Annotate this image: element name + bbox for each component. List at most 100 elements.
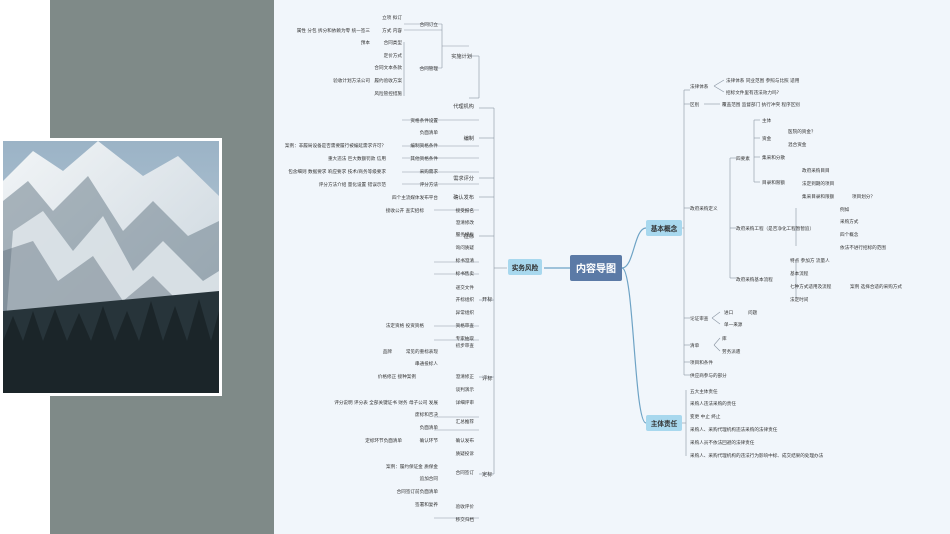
node[interactable]: 案例 选择合适的采购方式	[850, 283, 902, 290]
node[interactable]: 资格审查	[456, 322, 475, 329]
node[interactable]: 合同签订前负面清单	[397, 488, 439, 495]
node[interactable]: 专家抽取	[456, 335, 475, 342]
node[interactable]: 初步审查	[456, 342, 475, 349]
node[interactable]: 评分说明 评分表 全部关键证书 财务 母子公司 发展	[334, 399, 438, 406]
node[interactable]: 法律体系 同业范围 参照与比照 适用	[726, 77, 800, 84]
node[interactable]: 政府采购工程（是否净化工程暂暂追）	[736, 225, 814, 232]
node[interactable]: 五大主体责任	[690, 388, 718, 395]
node[interactable]: 采购方式	[840, 218, 859, 225]
branch-subject[interactable]: 主体责任	[646, 415, 682, 431]
node[interactable]: 法定时间	[790, 296, 809, 303]
node[interactable]: 风险管控措施	[374, 90, 402, 97]
node[interactable]: 汇总推荐	[456, 418, 475, 425]
node[interactable]: 项目划分？	[852, 193, 875, 200]
node[interactable]: 四个概念	[840, 231, 859, 238]
node[interactable]: 进口	[724, 309, 734, 316]
node[interactable]: 常见的重标表现	[406, 348, 439, 355]
node[interactable]: 评标	[482, 374, 492, 382]
node[interactable]: 代理机构	[453, 102, 474, 110]
node[interactable]: 废标和否决	[415, 411, 438, 418]
node[interactable]: 供应商参与的部分	[690, 372, 727, 379]
node[interactable]: 招标文件里有违法效力吗?	[726, 89, 780, 96]
node[interactable]: 论证审查	[690, 315, 709, 322]
node[interactable]: 混合资金	[788, 141, 807, 148]
node[interactable]: 采购人、采购代理机构的违法行为影响中标、成交结果的处理办法	[690, 452, 824, 459]
node[interactable]: 库	[722, 335, 727, 342]
node[interactable]: 履约验收方案	[374, 77, 402, 84]
node[interactable]: 异常组织	[456, 309, 475, 316]
node[interactable]: 包含细则 数据要求 响应要求 技术/商务等级要求	[288, 168, 386, 175]
node[interactable]: 定标环节负面清单	[365, 437, 402, 444]
node[interactable]: 标书澄清	[456, 257, 475, 264]
node[interactable]: 重大违法 巨大数额罚款 信用	[328, 155, 386, 162]
node[interactable]: 属性 分包 拆分和依赖为零 统一签三	[297, 27, 371, 34]
node[interactable]: 确认环节	[420, 437, 439, 444]
node[interactable]: 单一来源	[724, 321, 743, 328]
node[interactable]: 谈判演示	[456, 386, 475, 393]
node[interactable]: 接受报名	[456, 207, 474, 214]
node[interactable]: 政府采购目目	[802, 167, 830, 174]
node[interactable]: 定标	[482, 470, 492, 478]
node[interactable]: 编制	[464, 134, 474, 142]
node[interactable]: 合同签订	[456, 469, 475, 476]
node[interactable]: 合同订立	[420, 21, 439, 28]
node[interactable]: 验收评价	[456, 503, 475, 510]
node[interactable]: 立项 拟订	[382, 14, 402, 21]
node[interactable]: 资金	[762, 135, 772, 142]
node[interactable]: 其他资格条件	[410, 155, 438, 162]
node[interactable]: 合同文本条款	[374, 64, 402, 71]
node[interactable]: 开标组织	[456, 296, 475, 303]
node[interactable]: 资格条件设置	[410, 117, 438, 124]
node[interactable]: 政府采购基本流程	[736, 276, 773, 283]
node[interactable]: 清单	[690, 342, 700, 349]
node[interactable]: 确认发布	[456, 437, 475, 444]
node[interactable]: 基本流程	[790, 270, 809, 277]
node[interactable]: 串通投标人	[415, 360, 438, 367]
node[interactable]: 澄清修正	[456, 373, 475, 380]
node[interactable]: 接收公开 查实招标	[386, 207, 425, 214]
node[interactable]: 区别	[690, 101, 700, 108]
node[interactable]: 劳务派遣	[722, 348, 741, 355]
node[interactable]: 验收计划方法公司	[333, 77, 370, 84]
node[interactable]: 案例：履约保证金 质保金	[386, 463, 438, 470]
node[interactable]: 方式 内容	[382, 27, 402, 34]
node[interactable]: 追加合同	[420, 475, 439, 482]
node[interactable]: 确认发布	[453, 193, 474, 201]
mind-map-canvas[interactable]: 内容导图 实务风险 基本概念 主体责任 实施计划 合同订立 立项 拟订 属性 分…	[274, 0, 950, 534]
node[interactable]: 合同类型	[384, 39, 403, 46]
node[interactable]: 服务模板	[456, 231, 475, 238]
node[interactable]: 预本	[361, 39, 371, 46]
node[interactable]: 编制资格条件	[410, 142, 438, 149]
node[interactable]: 澄清修改	[456, 219, 475, 226]
node[interactable]: 移交归档	[456, 516, 475, 523]
node[interactable]: 需求评分	[453, 174, 474, 182]
branch-practice[interactable]: 实务风险	[508, 259, 542, 275]
node[interactable]: 负面清单	[420, 129, 439, 136]
node[interactable]: 项目和条件	[690, 359, 713, 366]
node[interactable]: 覆盖范围 监督部门 执行冲突 程序区别	[722, 101, 800, 108]
node[interactable]: 签署和复养	[415, 501, 438, 508]
node[interactable]: 详细评审	[456, 399, 475, 406]
node[interactable]: 四个主流媒体发布平台	[392, 194, 438, 201]
node[interactable]: 价格修正 接种案例	[378, 373, 417, 380]
node[interactable]: 询问质疑	[456, 244, 475, 251]
node[interactable]: 问题	[748, 309, 758, 316]
node[interactable]: 集采目录和限额	[802, 193, 835, 200]
node[interactable]: 法律体系	[690, 83, 709, 90]
node[interactable]: 品牌	[383, 348, 393, 355]
node[interactable]: 采购人、采购代理机构违法采购的法律责任	[690, 426, 778, 433]
node[interactable]: 四要素	[736, 155, 750, 162]
node[interactable]: 负面清单	[420, 424, 439, 431]
node[interactable]: 递交文件	[456, 284, 475, 291]
node[interactable]: 案例：非履局设备是否需要履行被编延需求许可？	[285, 142, 386, 149]
branch-basic[interactable]: 基本概念	[646, 220, 682, 236]
node[interactable]: 变更 中止 终止	[690, 413, 721, 420]
node[interactable]: 开标	[482, 295, 492, 303]
node[interactable]: 标书售卖	[456, 270, 475, 277]
node[interactable]: 七种方式适用及流程	[790, 283, 832, 290]
node[interactable]: 政府采购定义	[690, 205, 718, 212]
node[interactable]: 定价方式	[384, 52, 403, 59]
node[interactable]: 医院的资金？	[788, 128, 816, 135]
node[interactable]: 质疑投诉	[456, 450, 475, 457]
node[interactable]: 采购人员不依法回避的法律责任	[690, 439, 755, 446]
